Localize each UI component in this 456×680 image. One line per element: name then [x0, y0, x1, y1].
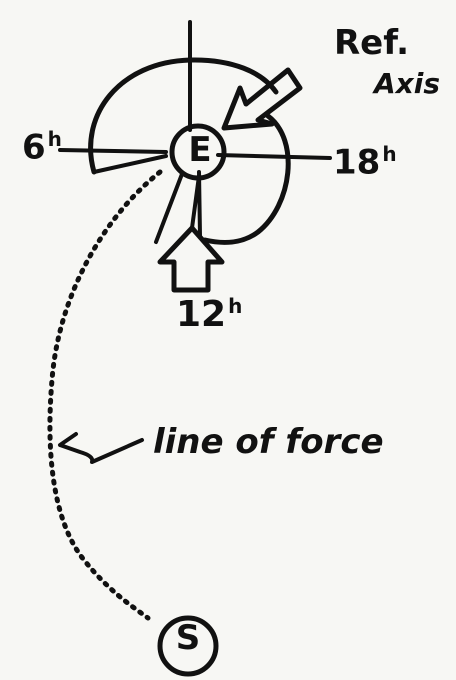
earth-label: E — [177, 133, 223, 167]
six-hour-sup: h — [48, 127, 62, 151]
eighteen-hour-sup: h — [382, 142, 396, 166]
left-wedge-upper — [94, 156, 166, 172]
horizontal-axis-left — [60, 150, 166, 152]
line-of-force-label: line of force — [153, 425, 384, 459]
force-pointer — [60, 434, 142, 462]
eighteen-hour-number: 18 — [333, 142, 380, 182]
six-hour-number: 6 — [22, 127, 46, 167]
twelve-hour-number: 12 — [176, 294, 226, 335]
line-of-force — [50, 172, 160, 618]
twelve-hour-sup: h — [228, 294, 242, 318]
ref-label: Ref. — [334, 26, 409, 60]
noon-arrow — [160, 228, 222, 290]
axis-label: Axis — [374, 70, 440, 98]
horizontal-axis-right — [218, 155, 330, 158]
sun-label: S — [163, 621, 213, 655]
